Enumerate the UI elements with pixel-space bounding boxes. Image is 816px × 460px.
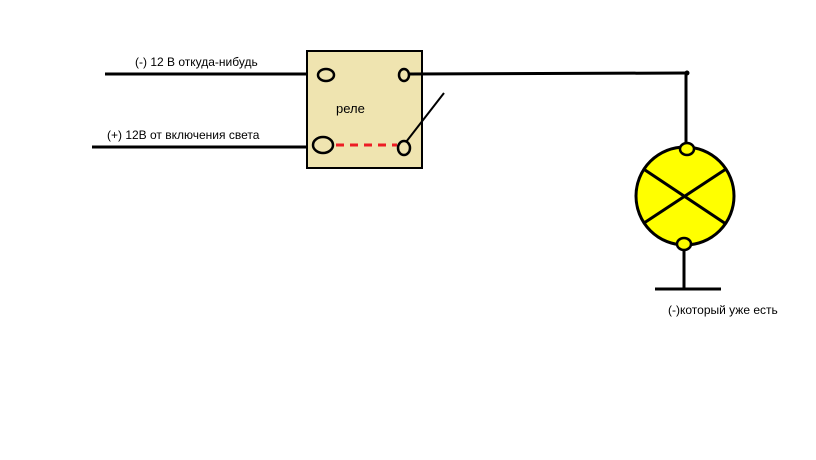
lamp-terminal-top	[678, 141, 696, 157]
relay-terminal-bottom-left	[311, 135, 335, 155]
label-ground: (-)который уже есть	[668, 303, 778, 317]
lamp-terminal-bottom	[675, 236, 693, 252]
relay-switch-arm	[405, 92, 445, 143]
label-input-plus: (+) 12В от включения света	[107, 128, 260, 142]
relay-terminal-top-right	[397, 67, 411, 83]
label-relay: реле	[336, 101, 365, 116]
label-input-minus: (-) 12 В откуда-нибудь	[135, 55, 258, 69]
relay-terminal-bottom-right	[396, 139, 412, 157]
relay-terminal-top-left	[316, 67, 336, 83]
lamp-cross-b	[643, 167, 727, 225]
wire-output	[409, 71, 688, 76]
